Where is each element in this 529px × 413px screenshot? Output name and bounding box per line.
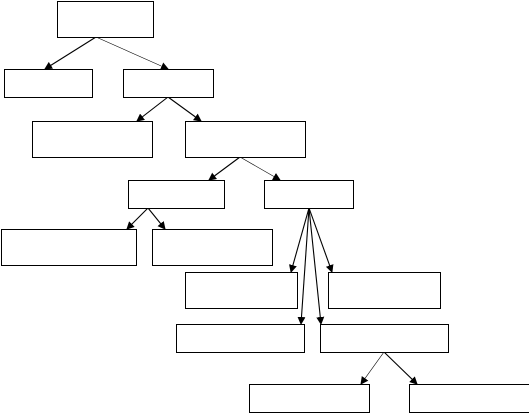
node-level2-right (184, 120, 307, 159)
node-level2-left (31, 120, 154, 159)
node-level5-right (327, 271, 442, 310)
node-box (127, 179, 226, 210)
node-box (0, 228, 138, 267)
edge-root-to-level1-right (95, 36, 169, 70)
node-level1-left (3, 68, 94, 99)
edge-level2-right-to-level3-left (208, 156, 241, 181)
node-root (56, 0, 155, 39)
node-box (408, 383, 529, 413)
edge-root-to-level1-left (44, 36, 97, 70)
node-box (327, 271, 442, 310)
node-level4-left (0, 228, 138, 267)
edges-layer (44, 36, 418, 385)
edge-level3-left-to-level4-left (126, 207, 149, 230)
edge-level1-right-to-level2-right (167, 96, 202, 122)
node-box (248, 383, 371, 413)
node-level4-mid (151, 228, 274, 267)
edge-level6-right-to-level7-right (383, 351, 418, 385)
node-level7-left (248, 383, 371, 413)
edge-level3-left-to-level4-mid (147, 207, 166, 230)
node-level3-left (127, 179, 226, 210)
edge-level2-right-to-level3-right (239, 156, 281, 181)
node-box (56, 0, 155, 39)
node-box (184, 120, 307, 159)
node-box (122, 68, 215, 99)
node-box (319, 323, 450, 354)
node-box (151, 228, 274, 267)
node-level3-right (263, 179, 355, 210)
node-box (3, 68, 94, 99)
edge-level3-right-to-level6-right (308, 207, 325, 325)
edge-level6-right-to-level7-left (360, 351, 385, 385)
edge-level1-right-to-level2-left (136, 96, 169, 122)
node-level7-right (408, 383, 529, 413)
node-level6-right (319, 323, 450, 354)
node-level6-left (175, 323, 306, 354)
edge-level3-right-to-level5-right (308, 207, 334, 273)
node-box (175, 323, 306, 354)
edge-level3-right-to-level6-left (297, 207, 310, 325)
node-box (31, 120, 154, 159)
node-level1-right (122, 68, 215, 99)
edge-level3-right-to-level5-left (289, 207, 310, 273)
node-box (184, 271, 299, 310)
node-level5-left (184, 271, 299, 310)
node-box (263, 179, 355, 210)
